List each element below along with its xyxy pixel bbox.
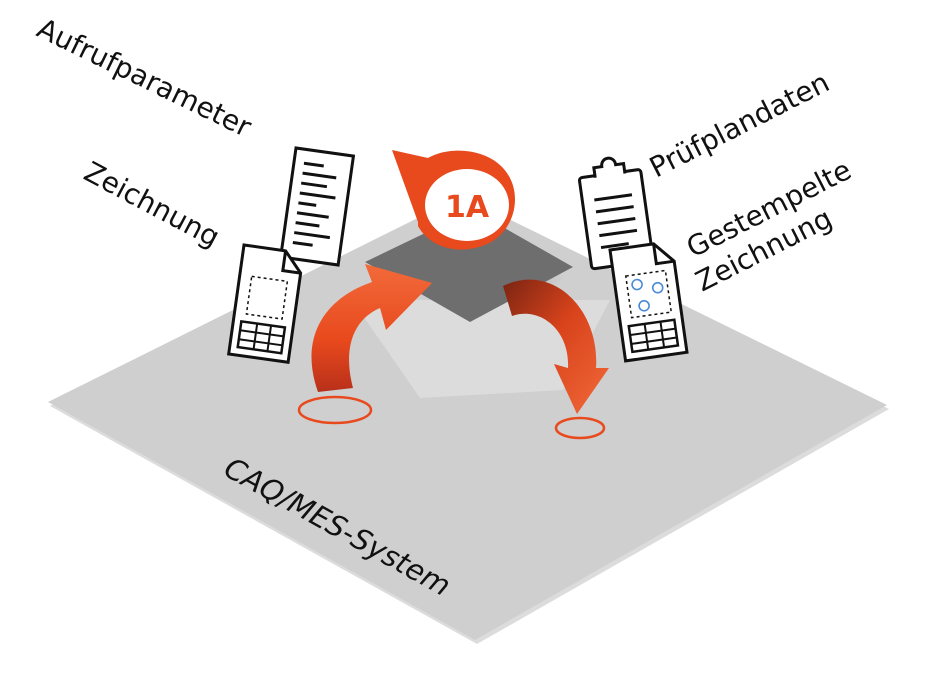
left-ring-marker <box>297 395 373 425</box>
right-ring-marker <box>554 416 606 440</box>
label-aufrufparameter: Aufrufparameter <box>32 12 257 144</box>
badge-label: 1A <box>445 190 490 225</box>
label-pruefplandaten: Prüfplandaten <box>644 65 834 184</box>
text-document-icon <box>278 146 356 267</box>
download-arrow <box>503 279 609 414</box>
technical-drawing-icon <box>226 243 303 364</box>
label-zeichnung: Zeichnung <box>79 155 225 254</box>
upload-arrow <box>311 264 432 392</box>
badge-marker: 1A <box>392 150 515 250</box>
stamped-drawing-icon <box>608 242 689 363</box>
